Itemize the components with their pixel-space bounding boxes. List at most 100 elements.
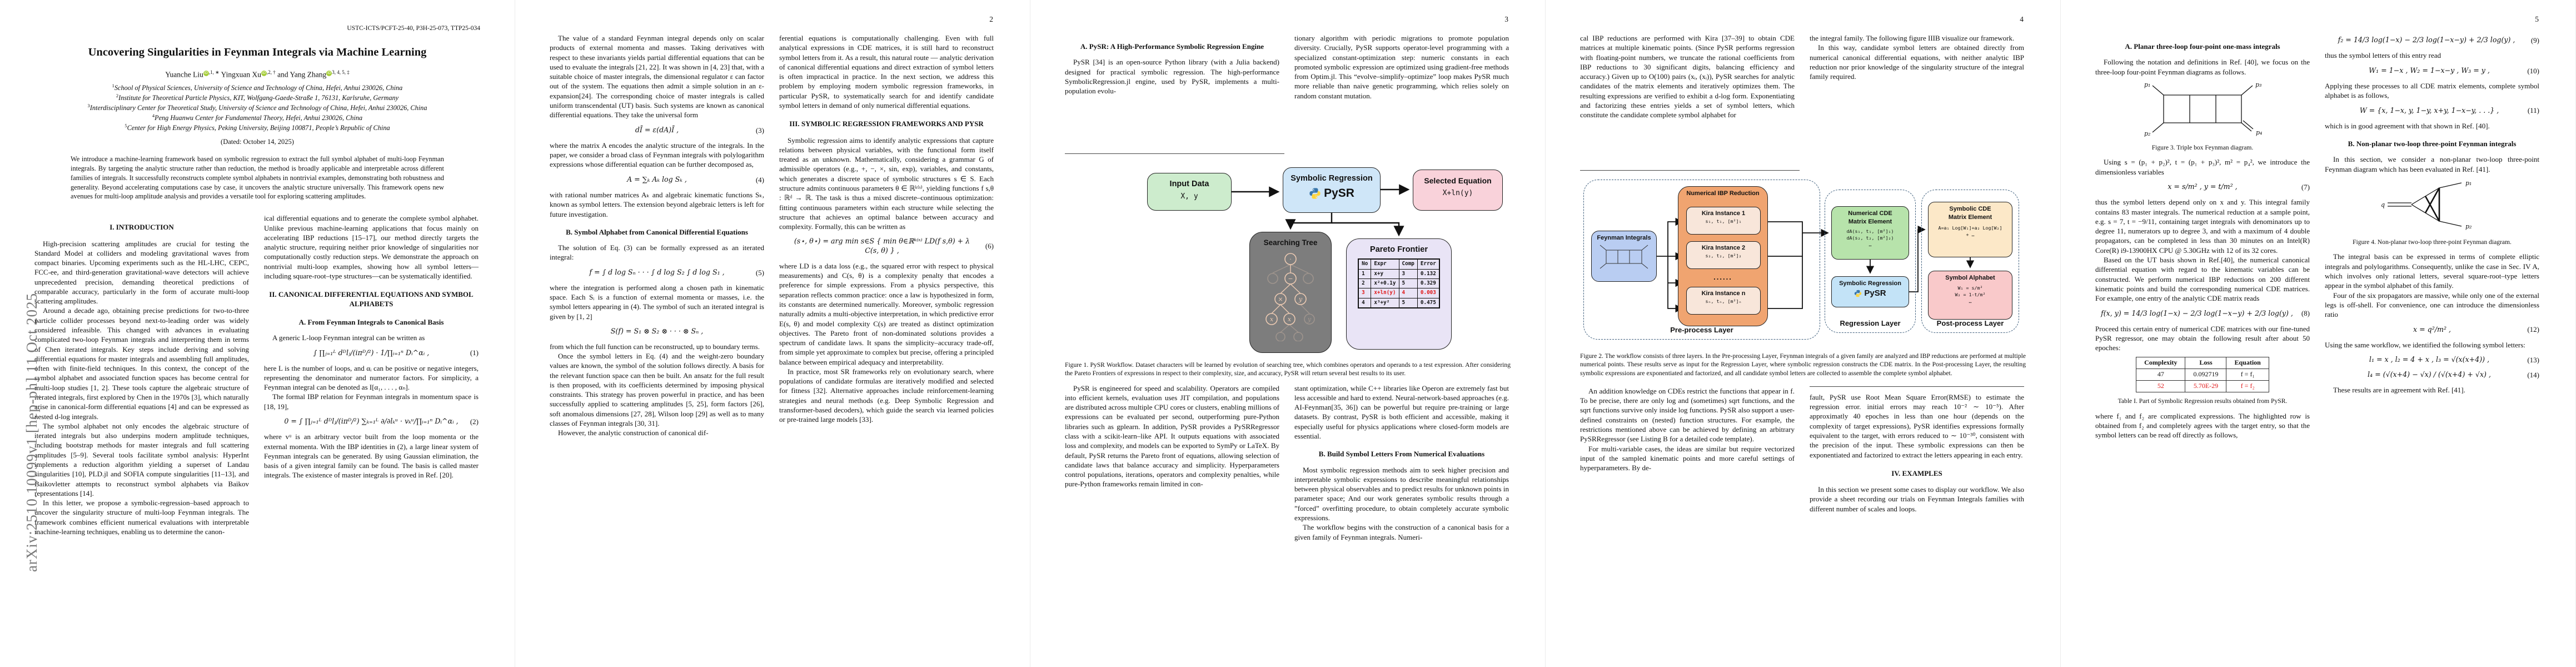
paragraph: An addition knowledge on CDEs restrict t…	[1580, 386, 1795, 444]
kira-instance-1-box: Kira Instance 1 s₁, t₁, [m²]₁	[1686, 207, 1761, 235]
author-3-sup: 3, 4, 5, ‡	[332, 69, 350, 75]
post-process-layer-label: Post-process Layer	[1936, 318, 2004, 327]
figure-1-caption: Figure 1. PySR Workflow. Dataset charact…	[1065, 361, 1511, 377]
pareto-header-row: No Expr Comp Error	[1358, 258, 1440, 270]
pareto-cell: 0.475	[1417, 297, 1440, 308]
author-3: and Yang Zhang	[277, 70, 327, 79]
figure-1-connectors	[1232, 184, 1410, 237]
regression-layer: Regression Layer	[1825, 190, 1916, 333]
paragraph: where f₁ and f₂ are complicated expressi…	[2095, 411, 2310, 440]
paragraph: In this way, candidate symbol letters ar…	[1810, 43, 2024, 81]
subsection-pysr-engine: A. PySR: A High-Performance Symbolic Reg…	[1080, 42, 1264, 51]
dated-line: (Dated: October 14, 2025)	[221, 138, 294, 146]
paragraph: with rational number matrices Aₖ and alg…	[550, 190, 764, 218]
paragraph: Following the notation and definitions i…	[2095, 58, 2310, 76]
ibp-title: Numerical IBP Reduction	[1686, 190, 1760, 197]
pareto-cell: 3	[1358, 288, 1372, 298]
float-rule	[1580, 170, 1800, 171]
orcid-icon: iD	[203, 70, 209, 76]
float-rule	[1065, 153, 1284, 154]
svg-text:y: y	[1307, 316, 1312, 323]
arxiv-watermark: arXiv:2510.10099v1 [hep-ph] 11 Oct 2025	[23, 292, 41, 573]
paragraph: Most symbolic regression methods aim to …	[1294, 465, 1509, 522]
figure2-symbolic-regression-box: Symbolic Regression PySR	[1831, 276, 1909, 307]
equation-body: A = ∑ₖ Aₖ log Sₖ ,	[627, 175, 687, 183]
paragraph: thus the symbol letters depend only on x…	[2095, 198, 2310, 255]
page3-col2-bottom: stant optimization, while C++ libraries …	[1294, 384, 1509, 542]
cde-line1: dA(s₁, t₁, [m²]₁)	[1846, 228, 1894, 235]
pre-process-layer-label: Pre-process Layer	[1670, 325, 1733, 334]
equation-symbol: S(f) = S₁ ⊗ S₂ ⊗ · · · ⊗ Sₙ ,	[550, 327, 764, 336]
page-4: 4 cal IBP reductions are performed with …	[1546, 0, 2061, 667]
numerical-cde-box: Numerical CDE Matrix Element dA(s₁, t₁, …	[1831, 206, 1909, 260]
triple-box-diagram: p₁ p₂ p₃ p₄	[2144, 81, 2262, 137]
symbol-alphabet-line3: …	[1969, 298, 1972, 304]
equation-body: x = q²/m² ,	[2413, 325, 2451, 334]
equation-8: f(x, y) = 14/3 log(1−x) − 2/3 log(1−x−y)…	[2095, 308, 2310, 318]
paragraph: In this section we present some cases to…	[1810, 485, 2024, 513]
paragraph: PySR [34] is an open-source Python libra…	[1065, 58, 1279, 96]
kira-2-label: Kira Instance 2	[1701, 245, 1746, 251]
symbolic-regression-box: Symbolic Regression PySR	[1283, 167, 1381, 213]
svg-text:−: −	[1288, 275, 1293, 282]
equation-number: (10)	[2527, 66, 2539, 75]
equation-number: (13)	[2527, 355, 2539, 364]
symbol-alphabet-box: Symbol Alphabet W₁ = s/m² W₂ = 1-t/m² …	[1928, 271, 2012, 320]
pre-process-layer: Pre-process Layer	[1583, 180, 1820, 340]
equation-number: (5)	[755, 268, 764, 277]
subsection-build-symbol-letters: B. Build Symbol Letters From Numerical E…	[1318, 450, 1485, 459]
paragraph: Using the same workflow, we identified t…	[2325, 340, 2525, 349]
pareto-cell: x³+y²	[1371, 297, 1399, 308]
paragraph: Based on the UT basis shown in Ref.[40],…	[2095, 255, 2310, 303]
symbolic-cde-title1: Symbolic CDE	[1949, 206, 1991, 212]
paragraph: Proceed this certain entry of numerical …	[2095, 324, 2310, 352]
paragraph: fault, PySR use Root Mean Square Error(R…	[1810, 392, 2024, 459]
leg-label-p4: p₄	[2256, 129, 2262, 136]
page4-col2-top: the integral family. The following figur…	[1810, 33, 2024, 166]
page4-col2-bottom: fault, PySR use Root Mean Square Error(R…	[1810, 386, 2024, 514]
paragraph: High-precision scattering amplitudes are…	[34, 239, 249, 306]
affiliation-3: Interdisciplinary Center for Theoretical…	[89, 104, 427, 112]
paragraph: For multi-variable cases, the ideas are …	[1580, 444, 1795, 472]
equation-4: A = ∑ₖ Aₖ log Sₖ ,(4)	[550, 175, 764, 185]
section-examples: IV. EXAMPLES	[1891, 469, 1942, 477]
orcid-icon: iD	[261, 70, 267, 76]
table-1-header-row: Complexity Loss Equation	[2136, 357, 2269, 370]
symbol-alphabet-line2: W₂ = 1-t/m²	[1955, 291, 1986, 297]
equation-6: (s⋆, θ⋆) = arg min s∈S { min θ∈ℝᵏ⁽ˢ⁾ LD(…	[779, 237, 994, 255]
equation-body: ∫ ∏ⱼ₌₁ᴸ dᴰlⱼ/(iπᴰ/²) · 1/∏ᵢ₌₁ⁿ Dᵢ^αᵢ ,	[313, 348, 430, 357]
table-1-header: Loss	[2185, 357, 2227, 370]
paragraph: In practice, most SR frameworks rely on …	[779, 367, 994, 424]
page3-col1-bottom: PySR is engineered for speed and scalabi…	[1065, 384, 1279, 542]
author-2-sup: ,2, †	[266, 69, 276, 75]
paragraph: Once the symbol letters in Eq. (4) and t…	[550, 352, 764, 428]
tree-node-root: ·	[1289, 256, 1292, 263]
figure-2-caption: Figure 2. The workflow consists of three…	[1580, 352, 2026, 377]
equation-body: f₂ = 14/3 log(1−x) − 2/3 log(1−x−y) + 2/…	[2338, 36, 2515, 44]
symbol-alphabet-title: Symbol Alphabet	[1945, 275, 1995, 281]
pareto-cell: 3	[1398, 268, 1418, 280]
kira-ellipsis: ......	[1713, 273, 1732, 281]
paragraph: where LD is a data loss (e.g., the squar…	[779, 261, 994, 366]
leg-label-p2: p₂	[2465, 223, 2472, 230]
paragraph: here L is the number of loops, and αᵢ ca…	[264, 364, 479, 392]
paragraph: Four of the six propagators are massive,…	[2325, 291, 2539, 319]
equation-body: S(f) = S₁ ⊗ S₂ ⊗ · · · ⊗ Sₙ ,	[610, 327, 704, 336]
subsection-symbol-alphabet: B. Symbol Alphabet from Canonical Differ…	[566, 227, 748, 236]
equation-number: (1)	[470, 349, 479, 357]
python-icon	[1309, 188, 1321, 199]
kira-1-params: s₁, t₁, [m²]₁	[1705, 218, 1742, 224]
table-1-cell: 0.092719	[2185, 369, 2227, 381]
table-1-cell: f = f₁	[2226, 369, 2269, 381]
equation-9: f₂ = 14/3 log(1−x) − 2/3 log(1−x−y) + 2/…	[2325, 36, 2539, 45]
pareto-header: Expr	[1371, 258, 1399, 270]
equation-7: x = s/m² , y = t/m² ,(7)	[2095, 182, 2310, 192]
pareto-header: Error	[1417, 258, 1440, 270]
equation-11: W = {x, 1−x, y, 1−y, x+y, 1−x−y, . . .} …	[2325, 106, 2539, 115]
equation-2: 0 = ∫ ∏ⱼ₌₁ᴸ dᴰlⱼ/(iπᴰ/²) ∑ₖ₌₁ᴸ ∂/∂lₖᵘ · …	[264, 417, 479, 426]
table-1-cell: 47	[2136, 369, 2186, 381]
figure2-sr-title: Symbolic Regression	[1839, 280, 1901, 287]
paragraph: ferential equations is computationally c…	[779, 34, 994, 109]
